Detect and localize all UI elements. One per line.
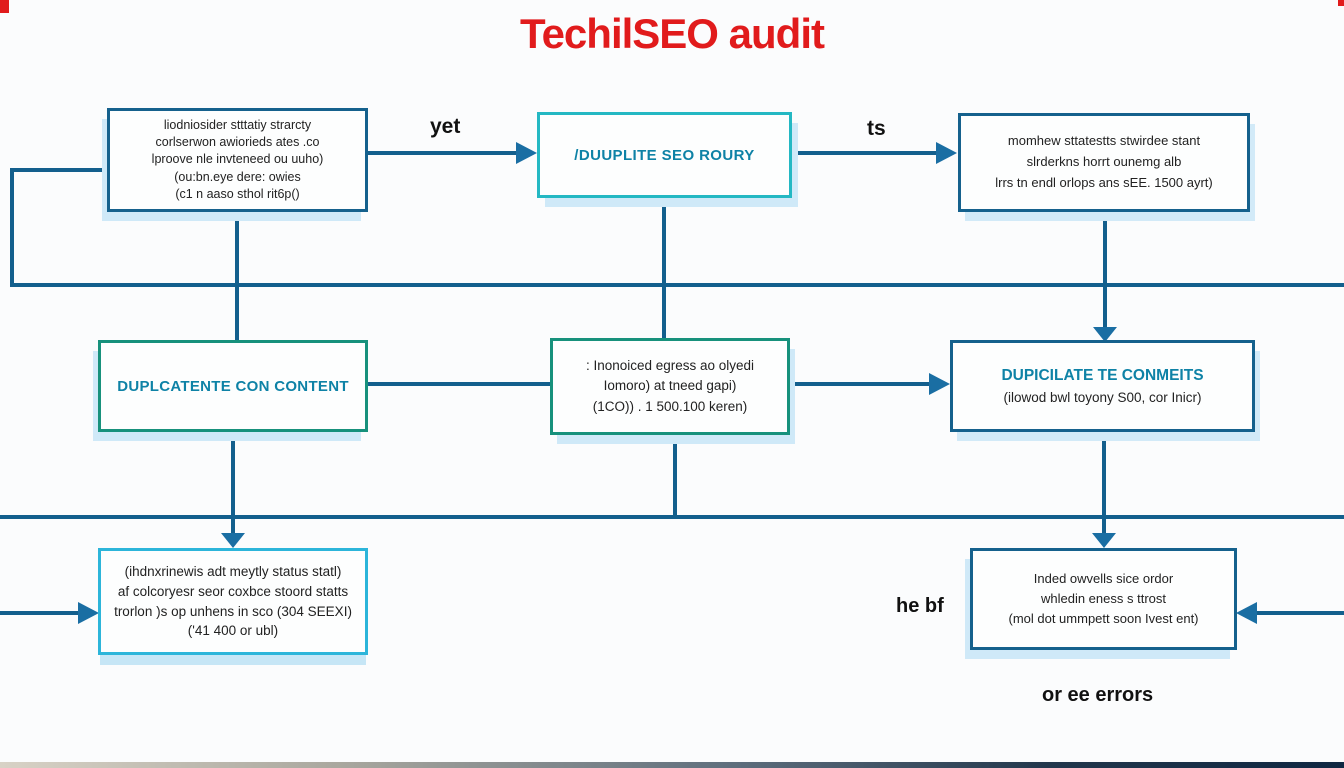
node-mid-left: DUPLCATENTE CON CONTENT: [98, 340, 368, 432]
connector-left-edge-vertical: [10, 168, 14, 287]
connector-node-f-to-node-h: [1102, 432, 1106, 534]
connector-node-c-to-node-f: [1103, 212, 1107, 330]
node-bottom-right: Inded owvells sice ordor whledin eness s…: [970, 548, 1237, 650]
edge-label-he-bf: he bf: [896, 595, 944, 617]
arrowhead-right-into-node-g-icon: [78, 602, 99, 624]
arrowhead-left-into-node-h-icon: [1236, 602, 1257, 624]
connector-horizontal-bus-lower: [0, 515, 1344, 519]
node-heading: DUPLCATENTE CON CONTENT: [117, 377, 349, 395]
node-top-center: /DUUPLITE SEO ROURY: [537, 112, 792, 198]
edge-label-yet: yet: [430, 115, 461, 138]
node-text-line: slrderkns horrt ounemg alb: [1026, 154, 1182, 170]
node-text-line: (ilowod bwl toyony S00, cor Inicr): [1003, 389, 1202, 405]
arrowhead-down-into-node-f-icon: [1093, 327, 1117, 342]
node-text-line: corlserwon awiorieds ates .co: [155, 135, 320, 150]
node-text-line: lrrs tn endl orlops ans sEE. 1500 ayrt): [995, 174, 1213, 190]
node-text-line: (c1 n aaso sthol rit6p(): [175, 186, 300, 201]
connector-node-b-to-node-c: [792, 151, 938, 155]
connector-node-e-to-node-f: [790, 382, 930, 386]
node-text-line: (mol dot ummpett soon Ivest ent): [1008, 611, 1199, 627]
red-corner-mark-top-left: [0, 0, 9, 13]
arrowhead-right-into-node-f-icon: [929, 373, 950, 395]
edge-label-or-ee-errors: or ee errors: [1042, 684, 1154, 706]
connector-node-d-to-node-e: [368, 382, 550, 386]
arrowhead-down-into-node-g-icon: [221, 533, 245, 548]
node-text-line: liodniosider stttatiy strarcty: [163, 117, 312, 132]
connector-left-edge-to-node-g: [0, 611, 80, 615]
node-text-line: Iomoro) at tneed gapi): [603, 378, 737, 394]
connector-node-e-to-bus: [673, 435, 677, 519]
node-top-right: momhew sttatestts stwirdee stant slrderk…: [958, 113, 1250, 212]
connector-node-d-to-node-g: [231, 432, 235, 534]
node-text-line: : Inonoiced egress ao olyedi: [585, 358, 755, 374]
red-corner-mark-top-right: [1338, 0, 1344, 6]
arrowhead-down-into-node-h-icon: [1092, 533, 1116, 548]
arrowhead-right-into-node-c-icon: [936, 142, 957, 164]
node-bottom-left: (ihdnxrinewis adt meytly status statl) a…: [98, 548, 368, 655]
node-text-line: lproove nle invteneed ou uuho): [151, 152, 324, 167]
bottom-edge-bar: [0, 762, 1344, 768]
node-text-line: whledin eness s ttrost: [1040, 590, 1166, 606]
arrowhead-right-into-node-b-icon: [516, 142, 537, 164]
node-text-line: (1CO)) . 1 500.100 keren): [592, 398, 748, 414]
node-text-line: momhew sttatestts stwirdee stant: [1007, 133, 1201, 149]
connector-node-a-to-node-d: [235, 212, 239, 340]
edge-label-ts: ts: [867, 117, 886, 140]
connector-node-b-to-node-e: [662, 198, 666, 338]
connector-node-a-to-node-b: [368, 151, 518, 155]
node-text-line: (ou:bn.eye dere: owies: [174, 169, 301, 184]
connector-right-edge-to-node-h: [1256, 611, 1344, 615]
node-text-line: Inded owvells sice ordor: [1033, 570, 1174, 586]
node-text-line: (ihdnxrinewis adt meytly status statl): [124, 564, 342, 580]
node-mid-right: DUPICILATE TE CONMEITS (ilowod bwl toyon…: [950, 340, 1255, 432]
node-mid-center: : Inonoiced egress ao olyedi Iomoro) at …: [550, 338, 790, 435]
node-heading: /DUUPLITE SEO ROURY: [574, 146, 755, 164]
node-top-left: liodniosider stttatiy strarcty corlserwo…: [107, 108, 368, 212]
node-heading: DUPICILATE TE CONMEITS: [1001, 366, 1204, 384]
node-text-line: af colcoryesr seor coxbce stoord statts: [117, 583, 349, 599]
node-text-line: trorlon )s op unhens in sco (304 SEEXI): [114, 603, 352, 619]
node-text-line: ('41 400 or ubl): [187, 623, 279, 639]
connector-stub-from-node-a-left: [10, 168, 109, 172]
connector-horizontal-bus-upper: [10, 283, 1344, 287]
diagram-title: TechilSEO audit: [520, 10, 825, 57]
